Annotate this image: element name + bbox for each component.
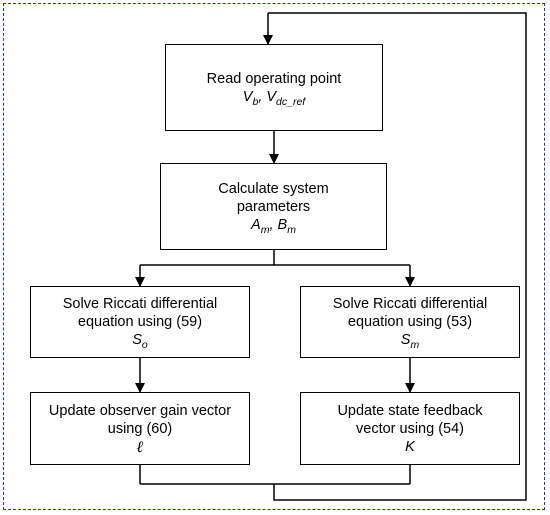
- read-operating-point-box: Read operating point Vb, Vdc_ref: [165, 44, 383, 131]
- update-right-line1: Update state feedback: [337, 402, 483, 419]
- riccati-observer-box: Solve Riccati differential equation usin…: [30, 286, 250, 358]
- calc-symbols: Am, Bm: [251, 216, 296, 236]
- update-left-line1: Update observer gain vector: [48, 402, 232, 419]
- riccati-right-line2: equation using (53): [347, 314, 473, 330]
- calc-label-line1: Calculate system: [218, 180, 329, 197]
- update-left-line2: using (60): [107, 420, 173, 437]
- read-symbols: Vb, Vdc_ref: [242, 88, 306, 108]
- feedback-loop: [268, 12, 527, 501]
- read-label: Read operating point: [206, 70, 342, 87]
- riccati-right-symbol: Sm: [400, 332, 420, 351]
- update-state-feedback-box: Update state feedback vector using (54) …: [300, 392, 520, 465]
- riccati-right-line1: Solve Riccati differential: [332, 296, 488, 312]
- update-right-symbol: K: [405, 438, 415, 455]
- riccati-left-symbol: So: [132, 332, 148, 351]
- riccati-feedback-box: Solve Riccati differential equation usin…: [300, 286, 520, 358]
- calculate-parameters-box: Calculate system parameters Am, Bm: [160, 163, 387, 250]
- calc-label-line2: parameters: [236, 198, 311, 215]
- update-left-symbol: ℓ: [136, 436, 144, 456]
- riccati-left-line1: Solve Riccati differential: [62, 296, 218, 312]
- update-observer-gain-box: Update observer gain vector using (60) ℓ: [30, 392, 250, 465]
- update-right-line2: vector using (54): [356, 420, 464, 437]
- riccati-left-line2: equation using (59): [77, 314, 203, 330]
- dashed-frame: [3, 3, 545, 510]
